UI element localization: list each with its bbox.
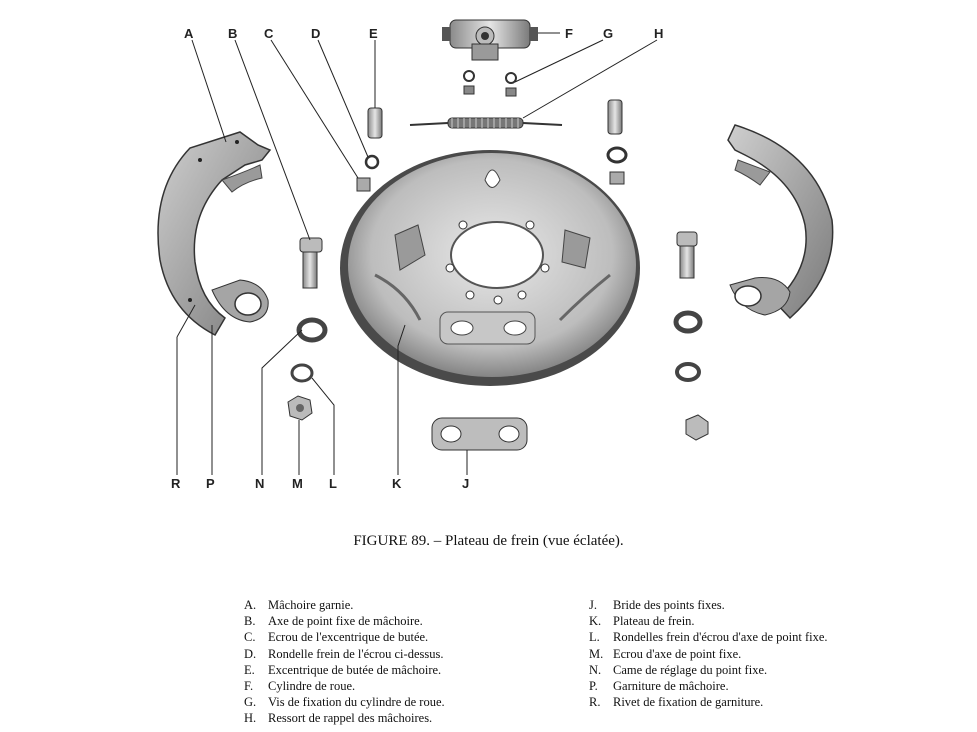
legend-item: D. Rondelle frein de l'écrou ci-dessus. [244, 646, 445, 662]
legend-text: Ecrou d'axe de point fixe. [613, 646, 742, 661]
legend-item: C. Ecrou de l'excentrique de butée. [244, 629, 445, 645]
anchor-pin-left [299, 237, 323, 289]
legend-right-column: J. Bride des points fixes. K. Plateau de fr… [589, 597, 828, 710]
legend-key: L. [589, 630, 600, 645]
legend-item: M. Ecrou d'axe de point fixe. [589, 646, 828, 662]
callout-b: B [228, 26, 237, 41]
figure-caption: FIGURE 89. – Plateau de frein (vue éclat… [353, 533, 624, 549]
cylinder-screws [463, 70, 517, 97]
callout-c: C [264, 26, 274, 41]
brake-shoe-right [727, 124, 834, 320]
legend-item: H. Ressort de rappel des mâchoires. [244, 710, 445, 726]
legend-item: E. Excentrique de butée de mâchoire. [244, 662, 445, 678]
legend-text: Garniture de mâchoire. [613, 679, 729, 694]
callout-d: D [311, 26, 320, 41]
legend-text: Rivet de fixation de garniture. [613, 695, 764, 710]
brake-shoe-left [157, 131, 272, 336]
legend-key: F. [244, 679, 254, 694]
callout-p: P [206, 476, 215, 491]
legend-item: G. Vis de fixation du cylindre de roue. [244, 694, 445, 710]
legend-key: C. [244, 630, 256, 645]
legend-key: B. [244, 614, 256, 629]
legend-key: R. [589, 695, 601, 710]
legend-key: D. [244, 646, 257, 661]
legend-text: Ressort de rappel des mâchoires. [268, 711, 433, 726]
legend-text: Mâchoire garnie. [268, 598, 354, 612]
legend-text: Bride des points fixes. [613, 598, 725, 612]
legend-item: P. Garniture de mâchoire. [589, 678, 828, 694]
legend-text: Vis de fixation du cylindre de roue. [268, 695, 445, 710]
callout-e: E [369, 26, 378, 41]
callout-k: K [392, 476, 402, 491]
legend-text: Axe de point fixe de mâchoire. [268, 614, 423, 629]
legend-key: H. [244, 711, 257, 726]
legend-key: E. [244, 662, 255, 677]
legend-key: A. [244, 598, 257, 612]
callout-l: L [329, 476, 337, 491]
legend-key: M. [589, 646, 604, 661]
callout-labels: A B C D E F G H R P N M L K J [171, 26, 663, 491]
exploded-brake-diagram: A B C D E F G H R P N M L K J [157, 19, 834, 491]
legend-text: Cylindre de roue. [268, 679, 356, 694]
legend-text: Plateau de frein. [613, 614, 695, 629]
legend-item: J. Bride des points fixes. [589, 597, 828, 613]
legend-key: K. [589, 614, 602, 629]
legend-text: Rondelles frein d'écrou d'axe de point f… [613, 630, 828, 645]
anchor-bracket [431, 417, 528, 451]
legend-item: B. Axe de point fixe de mâchoire. [244, 613, 445, 629]
callout-h: H [654, 26, 663, 41]
callout-j: J [462, 476, 469, 491]
callout-a: A [184, 26, 194, 41]
callout-n: N [255, 476, 264, 491]
legend-text: Excentrique de butée de mâchoire. [268, 662, 442, 677]
left-washers-nut [287, 317, 328, 421]
leader-lines [176, 32, 658, 475]
callout-r: R [171, 476, 181, 491]
return-spring [409, 117, 563, 129]
legend-key: N. [589, 662, 602, 677]
legend-item: K. Plateau de frein. [589, 613, 828, 629]
callout-f: F [565, 26, 573, 41]
legend-text: Ecrou de l'excentrique de butée. [268, 630, 429, 645]
legend-key: G. [244, 695, 257, 710]
callout-g: G [603, 26, 613, 41]
legend-key: J. [589, 598, 597, 612]
legend-item: A. Mâchoire garnie. [244, 597, 445, 613]
legend-text: Came de réglage du point fixe. [613, 662, 768, 677]
wheel-cylinder [442, 19, 538, 61]
brake-plate [340, 150, 640, 386]
eccentric-stop [356, 107, 383, 192]
legend-item: R. Rivet de fixation de garniture. [589, 694, 828, 710]
legend-item: N. Came de réglage du point fixe. [589, 662, 828, 678]
callout-m: M [292, 476, 303, 491]
legend-left-column: A. Mâchoire garnie. B. Axe de point fixe de… [244, 597, 445, 727]
legend-text: Rondelle frein de l'écrou ci-dessus. [268, 646, 444, 661]
legend-key: P. [589, 679, 598, 694]
legend-item: L. Rondelles frein d'écrou d'axe de point… [589, 629, 828, 645]
legend-item: F. Cylindre de roue. [244, 678, 445, 694]
right-small-parts [606, 99, 709, 441]
